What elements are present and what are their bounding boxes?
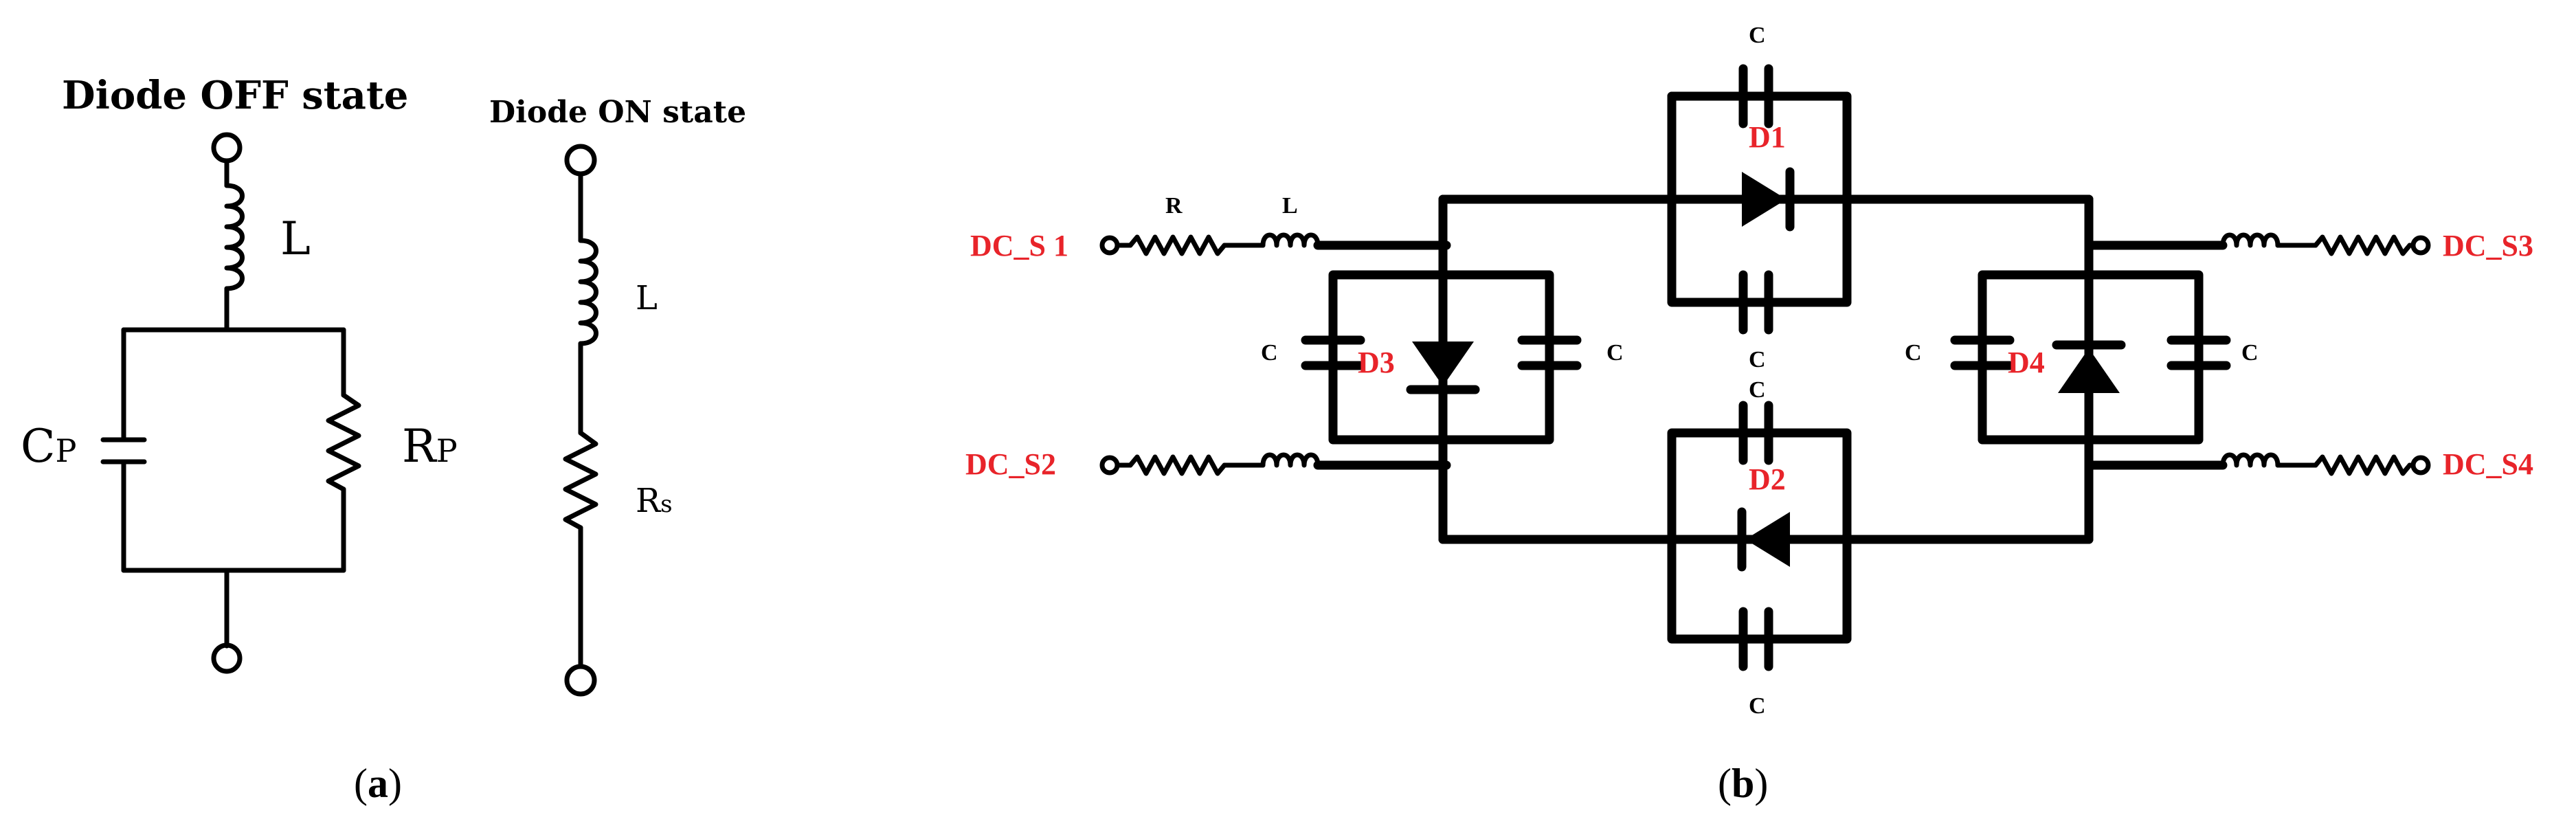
caption-a-open: (	[354, 761, 368, 806]
on-bottom-terminal	[564, 664, 597, 697]
off-state-circuit	[100, 132, 361, 674]
right-bottom-inductor	[2220, 452, 2281, 468]
off-resistor-label: RP	[402, 420, 458, 473]
on-resistor-label-sub: s	[660, 491, 672, 518]
cap-label-d4-left: C	[1905, 340, 1922, 366]
caption-b-close: )	[1754, 761, 1768, 806]
panel-a: Diode OFF state L CP RP Diode ON state	[21, 73, 746, 806]
port-1-label: DC_S 1	[970, 229, 1068, 262]
cap-label-d1-top: C	[1749, 23, 1766, 48]
d2-block	[1667, 401, 1852, 671]
off-state-title: Diode OFF state	[62, 73, 408, 118]
left-bottom-inductor	[1260, 452, 1321, 468]
d4-block	[1950, 240, 2231, 470]
cap-label-d1-bottom: C	[1749, 347, 1766, 372]
off-capacitor-label-sub: P	[56, 432, 77, 469]
on-resistor-label: Rs	[636, 482, 673, 520]
cap-label-d2-bottom: C	[1749, 693, 1766, 719]
off-capacitor-label-main: C	[21, 420, 56, 473]
left-branches	[1099, 232, 1451, 476]
port-4-label: DC_S4	[2443, 447, 2533, 481]
caption-b: (b)	[1718, 761, 1768, 806]
off-inductor	[224, 183, 245, 291]
cap-label-d4-right: C	[2241, 340, 2259, 366]
cap-label-d2-top: C	[1749, 377, 1766, 403]
inductor-label: L	[1282, 193, 1298, 219]
resistor-label: R	[1165, 193, 1183, 219]
d4-diode-triangle	[2058, 348, 2120, 393]
off-resistor-label-sub: P	[436, 432, 458, 469]
on-resistor-label-main: R	[636, 482, 662, 520]
caption-a-close: )	[388, 761, 402, 806]
d1-block	[1667, 64, 1852, 335]
port-3-label: DC_S3	[2443, 229, 2533, 262]
diode-1-label: D1	[1749, 120, 1786, 154]
port-2-label: DC_S2	[965, 447, 1056, 481]
on-state-title: Diode ON state	[489, 95, 746, 130]
on-inductor	[578, 238, 598, 346]
cap-label-d3-right: C	[1606, 340, 1624, 366]
off-resistor	[326, 392, 361, 492]
d1-diode-triangle	[1742, 172, 1787, 227]
on-inductor-label: L	[636, 279, 658, 317]
d3-diode-triangle	[1412, 342, 1474, 386]
on-top-terminal	[564, 144, 597, 177]
on-state-circuit	[563, 144, 598, 697]
d3-block	[1301, 240, 1582, 470]
off-top-terminal	[211, 132, 243, 164]
port-4-terminal	[2410, 455, 2431, 475]
off-inductor-label: L	[280, 212, 311, 265]
caption-b-open: (	[1718, 761, 1732, 806]
diode-2-label: D2	[1749, 462, 1786, 496]
cap-label-d3-left: C	[1261, 340, 1278, 366]
right-top-inductor	[2220, 232, 2281, 248]
diode-3-label: D3	[1358, 346, 1395, 379]
right-bottom-resistor	[2313, 454, 2412, 476]
off-bottom-terminal	[211, 642, 243, 674]
panel-b: DC_S 1 DC_S2 DC_S3 DC_S4 R L D1 D2 D3 D4…	[965, 23, 2533, 806]
d2-diode-triangle	[1745, 512, 1790, 567]
left-bottom-resistor	[1128, 454, 1227, 476]
on-resistor	[563, 430, 598, 530]
port-3-terminal	[2410, 235, 2431, 256]
right-branches	[2084, 232, 2431, 476]
left-top-resistor	[1128, 234, 1227, 256]
caption-a-letter: a	[368, 761, 388, 806]
caption-b-letter: b	[1732, 761, 1754, 806]
off-resistor-label-main: R	[402, 420, 438, 473]
left-top-inductor	[1260, 232, 1321, 248]
diode-4-label: D4	[2008, 346, 2045, 379]
caption-a: (a)	[354, 761, 402, 806]
right-top-resistor	[2313, 234, 2412, 256]
off-capacitor-label: CP	[21, 420, 76, 473]
